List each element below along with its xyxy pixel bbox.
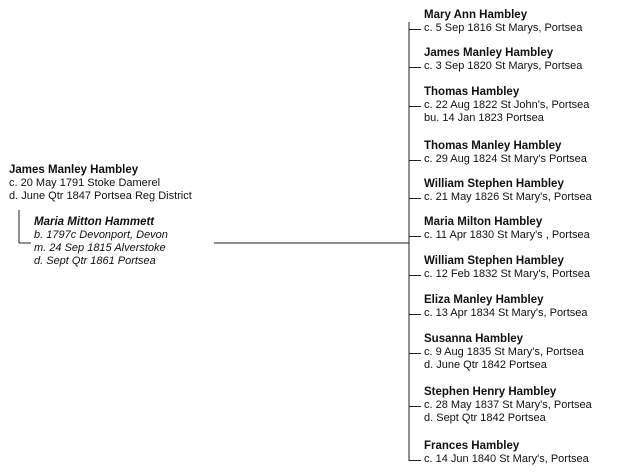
- child-name: Frances Hambley: [424, 440, 520, 452]
- mother-death: d. Sept Qtr 1861 Portsea: [34, 255, 156, 267]
- child-detail: d. June Qtr 1842 Portsea: [424, 359, 547, 371]
- child-block: Thomas Hambley c. 22 Aug 1822 St John's,…: [424, 86, 589, 125]
- child-detail: c. 14 Jun 1840 St Mary's, Portsea: [424, 453, 589, 465]
- father-block: James Manley Hambley c. 20 May 1791 Stok…: [9, 164, 192, 203]
- child-block: Frances Hambley c. 14 Jun 1840 St Mary's…: [424, 440, 589, 466]
- child-block: Thomas Manley Hambley c. 29 Aug 1824 St …: [424, 140, 587, 166]
- child-detail: d. Sept Qtr 1842 Portsea: [424, 412, 546, 424]
- child-name: Eliza Manley Hambley: [424, 294, 544, 306]
- child-detail: c. 28 May 1837 St Mary's, Portsea: [424, 399, 592, 411]
- child-name: Thomas Hambley: [424, 86, 520, 98]
- mother-block: Maria Mitton Hammett b. 1797c Devonport,…: [34, 216, 168, 268]
- child-name: Maria Milton Hambley: [424, 216, 543, 228]
- child-detail: c. 12 Feb 1832 St Mary's, Portsea: [424, 268, 590, 280]
- father-death: d. June Qtr 1847 Portsea Reg District: [9, 190, 192, 202]
- child-detail: c. 21 May 1826 St Mary's, Portsea: [424, 191, 592, 203]
- child-block: William Stephen Hambley c. 12 Feb 1832 S…: [424, 255, 590, 281]
- child-name: Susanna Hambley: [424, 333, 524, 345]
- child-block: Maria Milton Hambley c. 11 Apr 1830 St M…: [424, 216, 590, 242]
- child-detail: c. 11 Apr 1830 St Mary's , Portsea: [424, 229, 590, 241]
- child-block: James Manley Hambley c. 3 Sep 1820 St Ma…: [424, 47, 582, 73]
- mother-marriage: m. 24 Sep 1815 Alverstoke: [34, 242, 166, 254]
- child-connectors: [409, 29, 421, 461]
- child-detail: bu. 14 Jan 1823 Portsea: [424, 112, 544, 124]
- child-detail: c. 13 Apr 1834 St Mary's, Portsea: [424, 307, 588, 319]
- father-name: James Manley Hambley: [9, 164, 139, 176]
- mother-name: Maria Mitton Hammett: [34, 216, 155, 228]
- child-name: Stephen Henry Hambley: [424, 386, 557, 398]
- child-block: William Stephen Hambley c. 21 May 1826 S…: [424, 178, 592, 204]
- child-name: William Stephen Hambley: [424, 255, 564, 267]
- child-detail: c. 22 Aug 1822 St John's, Portsea: [424, 99, 590, 111]
- child-name: William Stephen Hambley: [424, 178, 564, 190]
- mother-birth: b. 1797c Devonport, Devon: [34, 229, 168, 241]
- child-block: Stephen Henry Hambley c. 28 May 1837 St …: [424, 386, 592, 425]
- child-name: James Manley Hambley: [424, 47, 554, 59]
- child-name: Mary Ann Hambley: [424, 9, 528, 21]
- child-block: Mary Ann Hambley c. 5 Sep 1816 St Marys,…: [424, 9, 582, 35]
- child-block: Eliza Manley Hambley c. 13 Apr 1834 St M…: [424, 294, 588, 320]
- child-block: Susanna Hambley c. 9 Aug 1835 St Mary's,…: [424, 333, 584, 372]
- child-name: Thomas Manley Hambley: [424, 140, 562, 152]
- father-christening: c. 20 May 1791 Stoke Damerel: [9, 177, 161, 189]
- child-detail: c. 3 Sep 1820 St Marys, Portsea: [424, 60, 583, 72]
- child-detail: c. 5 Sep 1816 St Marys, Portsea: [424, 22, 583, 34]
- child-detail: c. 9 Aug 1835 St Mary's, Portsea: [424, 346, 584, 358]
- child-detail: c. 29 Aug 1824 St Mary's Portsea: [424, 153, 587, 165]
